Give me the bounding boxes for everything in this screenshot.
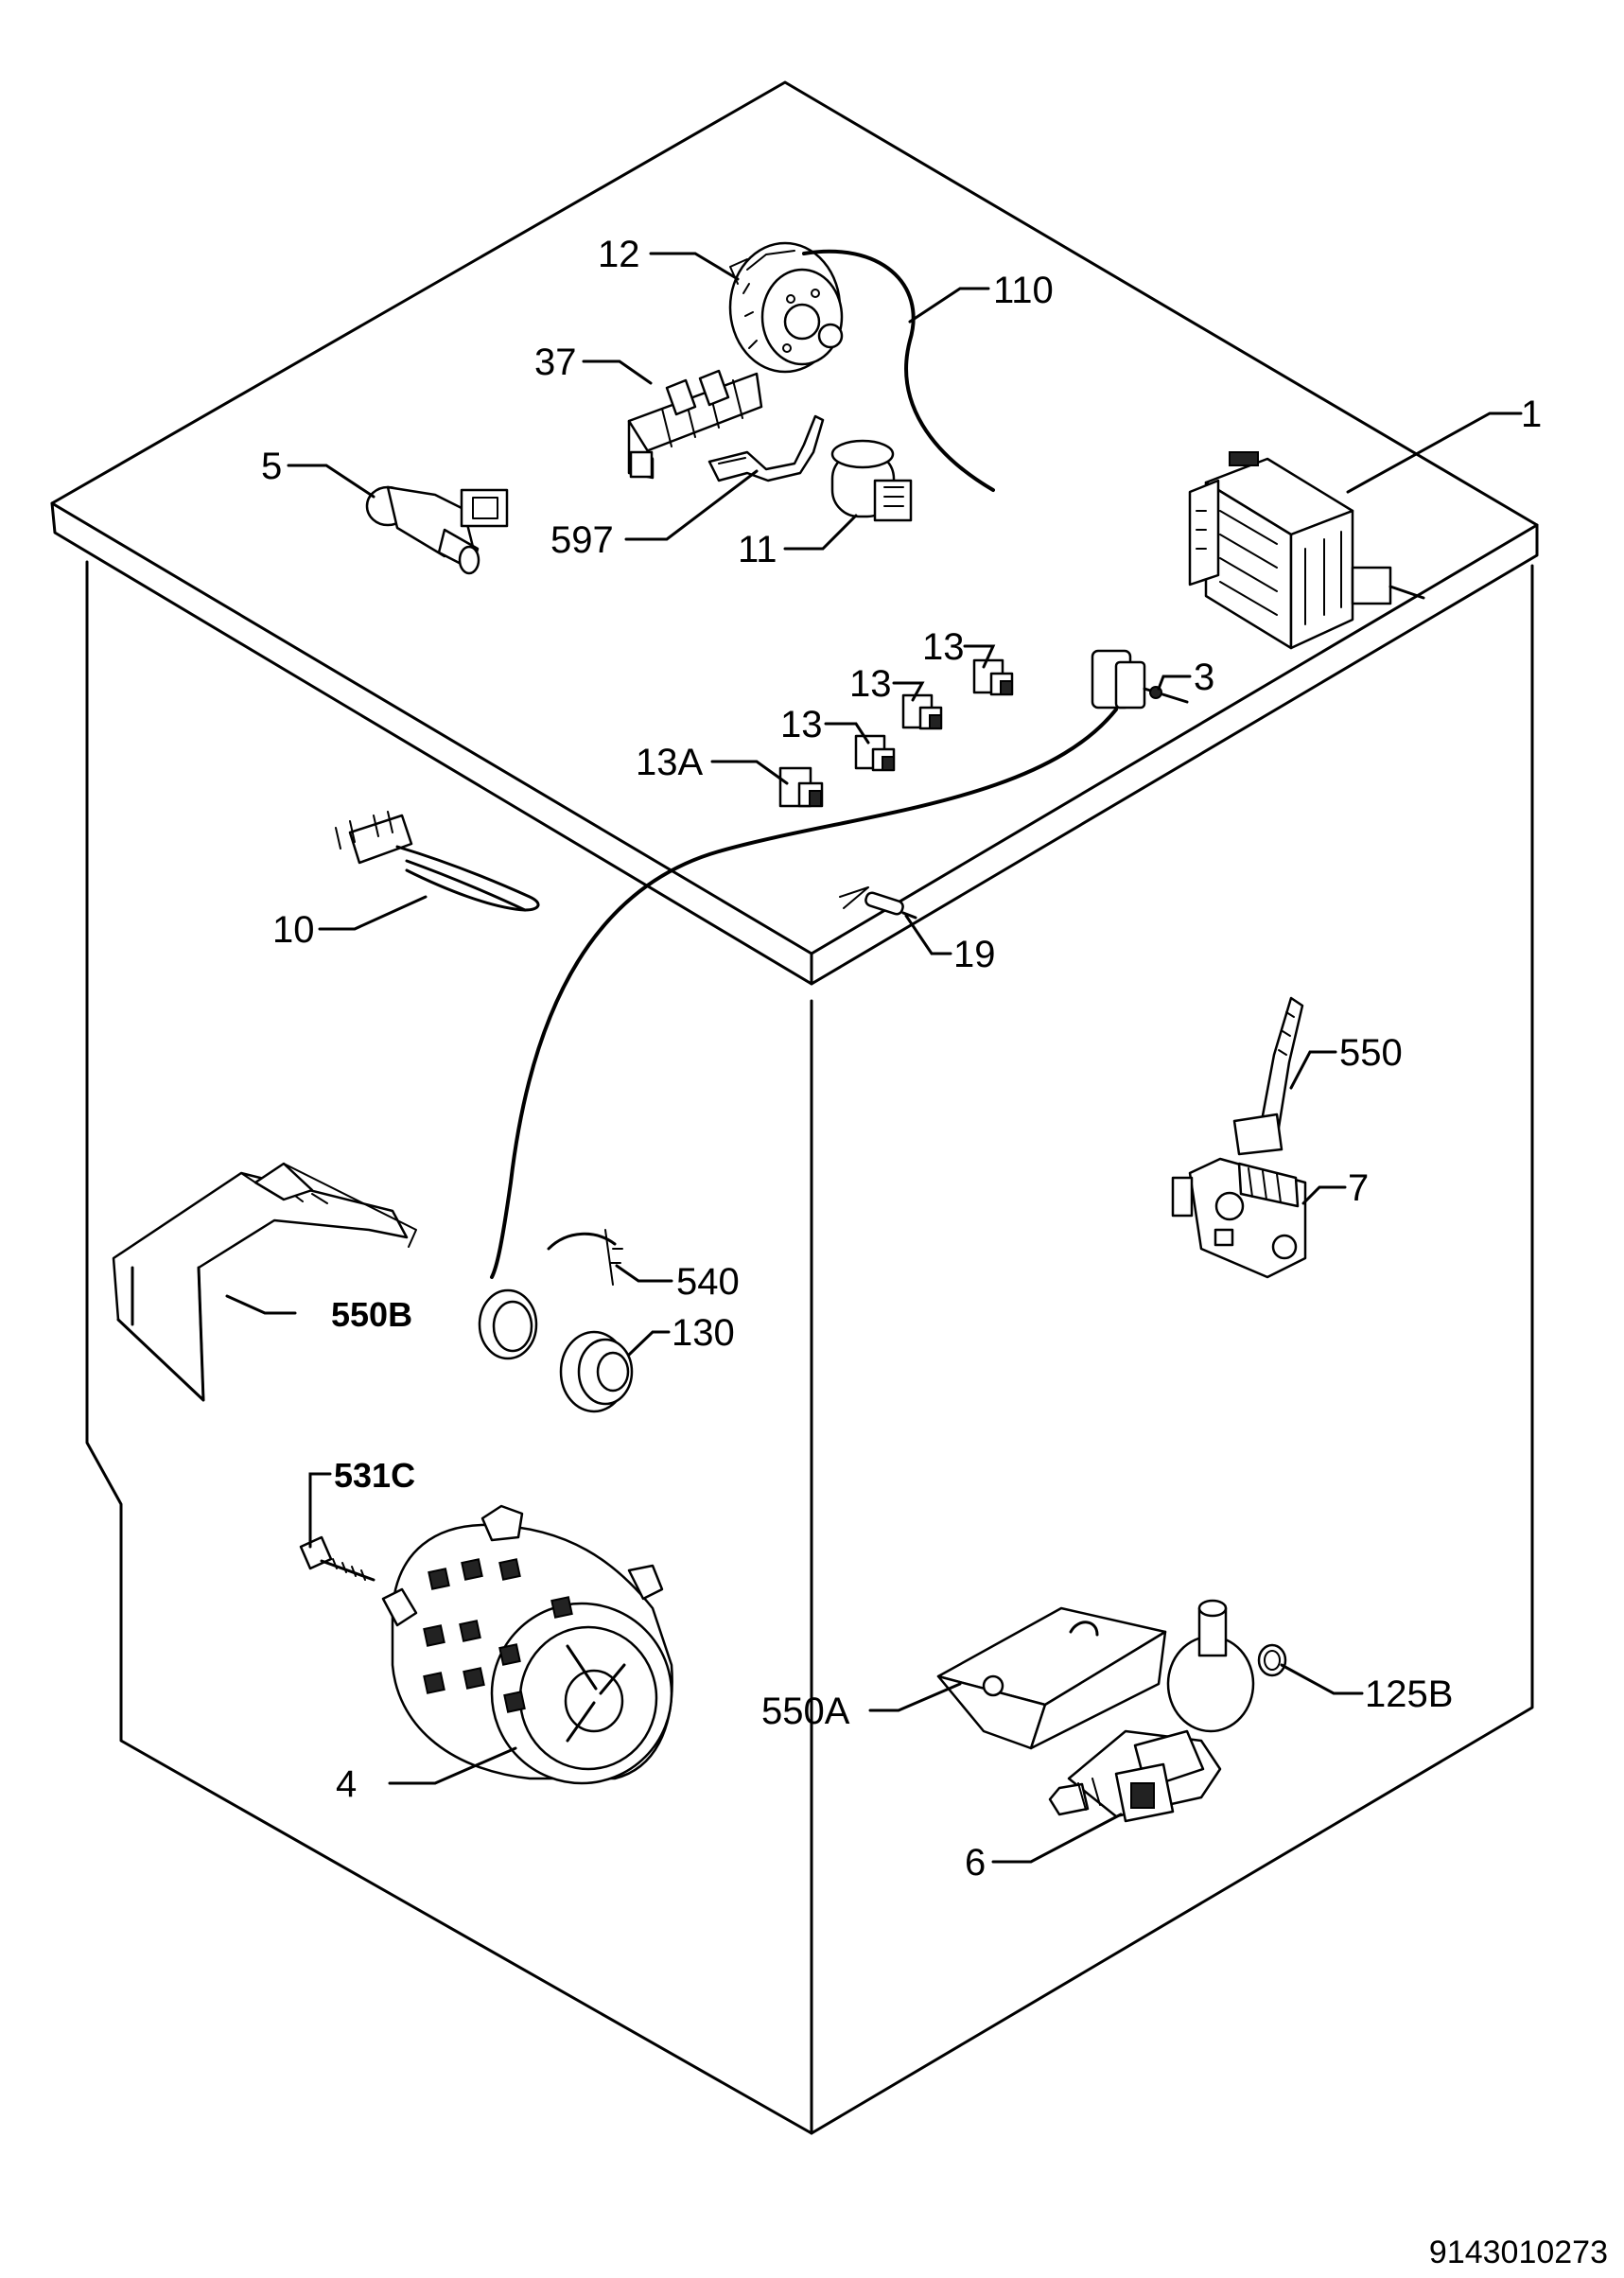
label-part-37: 37 — [534, 342, 577, 383]
label-part-5: 5 — [261, 446, 282, 487]
label-part-130: 130 — [672, 1312, 735, 1354]
label-part-13-b: 13 — [849, 663, 892, 705]
pressure-switch-part-12 — [728, 241, 844, 374]
label-part-13-c: 13 — [780, 704, 823, 745]
label-part-110: 110 — [993, 270, 1054, 311]
label-part-12: 12 — [598, 234, 640, 275]
sensor-part-19 — [839, 886, 917, 920]
connector-part-13A — [778, 766, 824, 808]
part-labels: 12 110 37 1 5 597 11 13 3 13 13 13A 10 1… — [261, 234, 1542, 1884]
screw-part-531C — [299, 1535, 375, 1582]
label-part-550B: 550B — [331, 1295, 412, 1334]
foam-block-part-550A — [936, 1606, 1167, 1750]
seal-ring-part-125B — [1257, 1643, 1287, 1677]
document-number: 9143010273 — [1429, 2234, 1608, 2270]
label-part-3: 3 — [1194, 657, 1214, 698]
label-part-19: 19 — [953, 934, 996, 975]
switch-part-3 — [1091, 649, 1189, 710]
switch-cable — [490, 708, 1118, 1279]
drain-pump-part-6 — [1048, 1599, 1255, 1823]
connector-part-13-c — [854, 734, 896, 772]
bracket-part-597 — [707, 414, 825, 482]
connector-part-13-b — [901, 693, 943, 730]
label-part-1: 1 — [1521, 394, 1542, 435]
motor-part-4 — [381, 1504, 673, 1785]
label-part-7: 7 — [1348, 1167, 1369, 1209]
grommet-cable-end — [478, 1288, 538, 1360]
leader-lines — [225, 252, 1523, 1864]
connector-part-13-a — [972, 658, 1014, 696]
door-lock-part-7 — [1171, 1157, 1307, 1279]
label-part-125B: 125B — [1365, 1673, 1453, 1715]
cabinet-outline — [50, 80, 1539, 2135]
label-part-13-a: 13 — [922, 626, 965, 668]
label-part-10: 10 — [272, 909, 315, 951]
actuator-part-550 — [1232, 996, 1304, 1156]
label-part-11: 11 — [738, 529, 777, 570]
inlet-valve-part-5 — [365, 485, 509, 575]
label-part-597: 597 — [550, 519, 614, 561]
label-part-550: 550 — [1339, 1032, 1403, 1074]
programme-selector-part-1 — [1188, 451, 1425, 650]
label-part-13A: 13A — [636, 742, 703, 783]
hose-part-110 — [802, 249, 995, 492]
label-part-4: 4 — [336, 1763, 357, 1805]
heating-element-part-10 — [335, 811, 540, 912]
terminal-block-part-37 — [627, 369, 763, 480]
label-part-531C: 531C — [334, 1456, 415, 1495]
label-part-550A: 550A — [761, 1691, 850, 1732]
clip-part-540 — [547, 1229, 623, 1286]
label-part-540: 540 — [676, 1261, 740, 1303]
label-part-6: 6 — [965, 1842, 986, 1884]
cover-part-550B — [112, 1162, 417, 1402]
capacitor-part-11 — [830, 439, 913, 522]
seal-part-130 — [559, 1330, 634, 1413]
